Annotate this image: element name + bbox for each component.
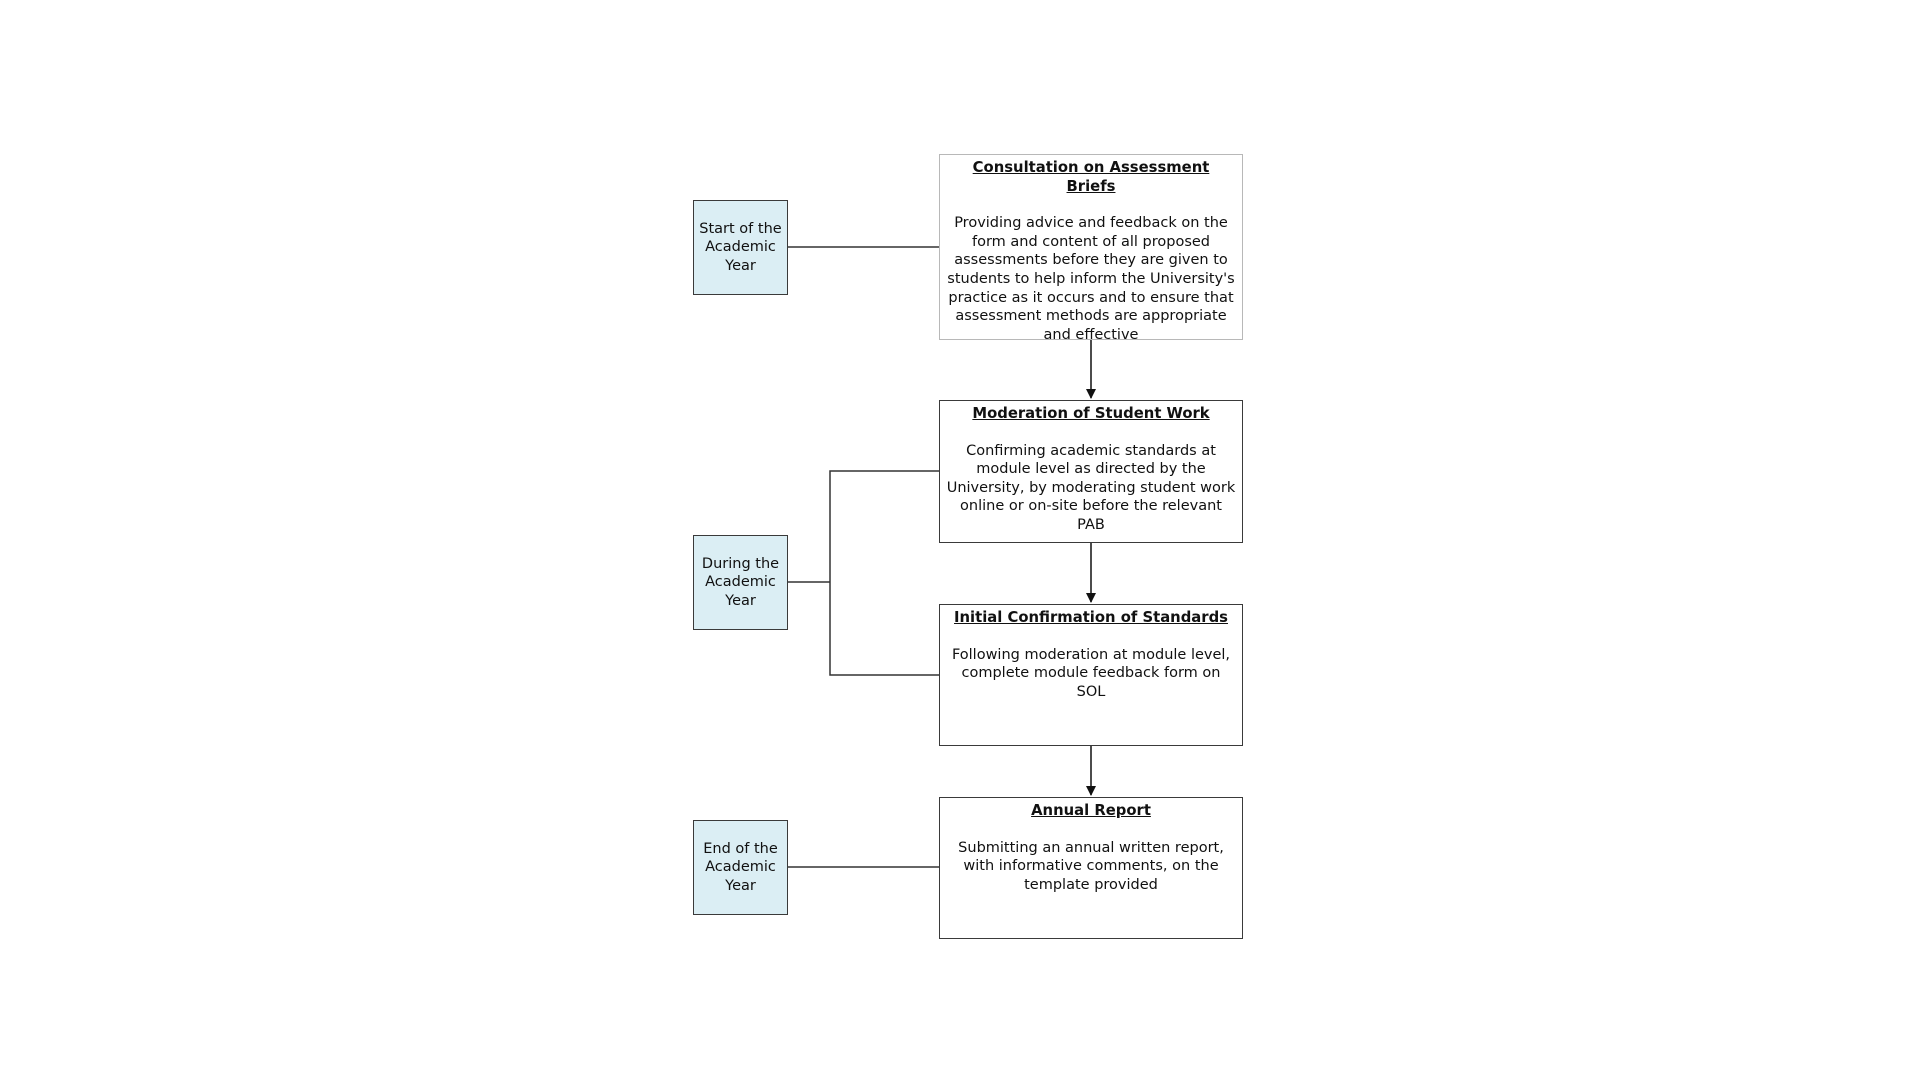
step-initial-confirmation-description: Following moderation at module level, co… [951,646,1231,700]
period-end-label: End of the Academic Year [703,840,778,894]
period-start-label: Start of the Academic Year [699,220,782,274]
during-bracket [829,470,939,676]
step-initial-confirmation-box: Initial Confirmation of Standards Follow… [939,604,1243,746]
step-consultation-description: Providing advice and feedback on the for… [947,215,1235,343]
step-moderation-box: Moderation of Student Work Confirming ac… [939,400,1243,543]
step-consultation-title: Consultation on Assessment Briefs [972,159,1210,195]
period-during-label: During the Academic Year [701,555,780,609]
step-consultation-box: Consultation on Assessment Briefs Provid… [939,154,1243,343]
step-initial-confirmation-title: Initial Confirmation of Standards [954,609,1228,626]
step-annual-report-title: Annual Report [1031,802,1151,819]
step-moderation-description: Confirming academic standards at module … [946,442,1236,533]
step-annual-report-box: Annual Report Submitting an annual writt… [939,797,1243,939]
period-start-box: Start of the Academic Year [693,200,788,295]
period-during-box: During the Academic Year [693,535,788,630]
step-annual-report-description: Submitting an annual written report, wit… [958,839,1224,893]
step-moderation-title: Moderation of Student Work [972,405,1210,422]
period-end-box: End of the Academic Year [693,820,788,915]
